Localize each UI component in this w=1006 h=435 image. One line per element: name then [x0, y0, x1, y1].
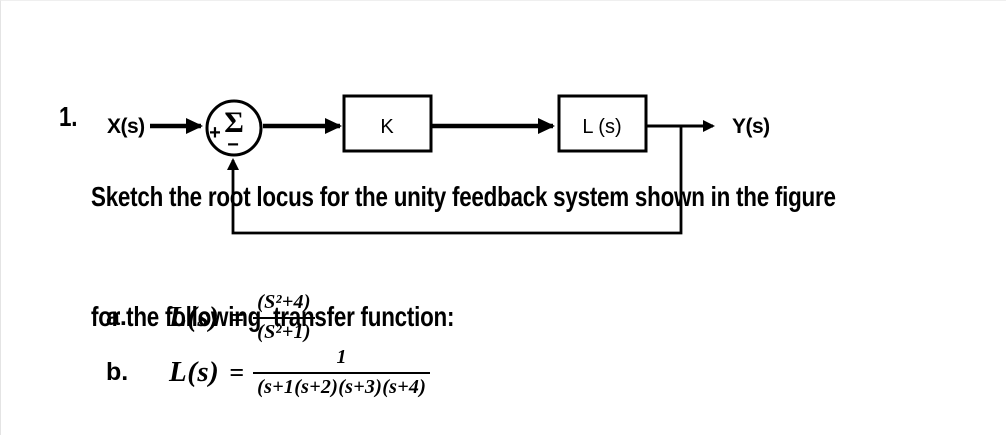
problem-statement: 1. Sketch the root locus for the unity f… — [59, 17, 836, 435]
option-a-lhs: L(s) — [169, 301, 220, 333]
option-b-label: b. — [106, 358, 129, 386]
input-signal-label: X(s) — [107, 115, 145, 138]
gain-block — [342, 94, 433, 153]
option-a-label: a. — [106, 303, 127, 331]
option-a-denominator: (S²+1) — [253, 317, 315, 344]
problem-text-line1: Sketch the root locus for the unity feed… — [91, 181, 836, 212]
transfer-function-option-b: b. L(s) = 1 (s+1(s+2)(s+3)(s+4) — [106, 346, 431, 399]
option-b-equals: = — [229, 357, 245, 387]
block-diagram: X(s) Σ + − K L (s) Y(s) — [107, 94, 770, 235]
plant-block-label: L (s) — [582, 116, 621, 138]
option-b-denominator: (s+1(s+2)(s+3)(s+4) — [253, 372, 431, 399]
option-b-numerator: 1 — [336, 346, 347, 368]
gain-block-label: K — [380, 116, 394, 138]
plus-sign: + — [209, 122, 221, 144]
sigma-symbol: Σ — [224, 106, 244, 139]
minus-sign: − — [227, 134, 239, 156]
option-b-lhs: L(s) — [169, 356, 220, 388]
option-a-equals: = — [229, 302, 245, 332]
output-signal-label: Y(s) — [732, 115, 770, 138]
problem-number: 1. — [59, 101, 78, 132]
summing-junction-circle — [205, 99, 263, 157]
feedback-path — [227, 127, 683, 235]
option-b-fraction: 1 (s+1(s+2)(s+3)(s+4) — [253, 346, 431, 399]
option-a-numerator: (S²+4) — [257, 291, 311, 313]
problem-text: Sketch the root locus for the unity feed… — [91, 97, 836, 417]
plant-block — [557, 94, 648, 153]
option-a-fraction: (S²+4) (S²+1) — [253, 291, 315, 344]
problem-text-line2: for the following transfer function: — [91, 301, 455, 332]
transfer-function-option-a: a. L(s) = (S²+4) (S²+1) — [106, 291, 315, 344]
